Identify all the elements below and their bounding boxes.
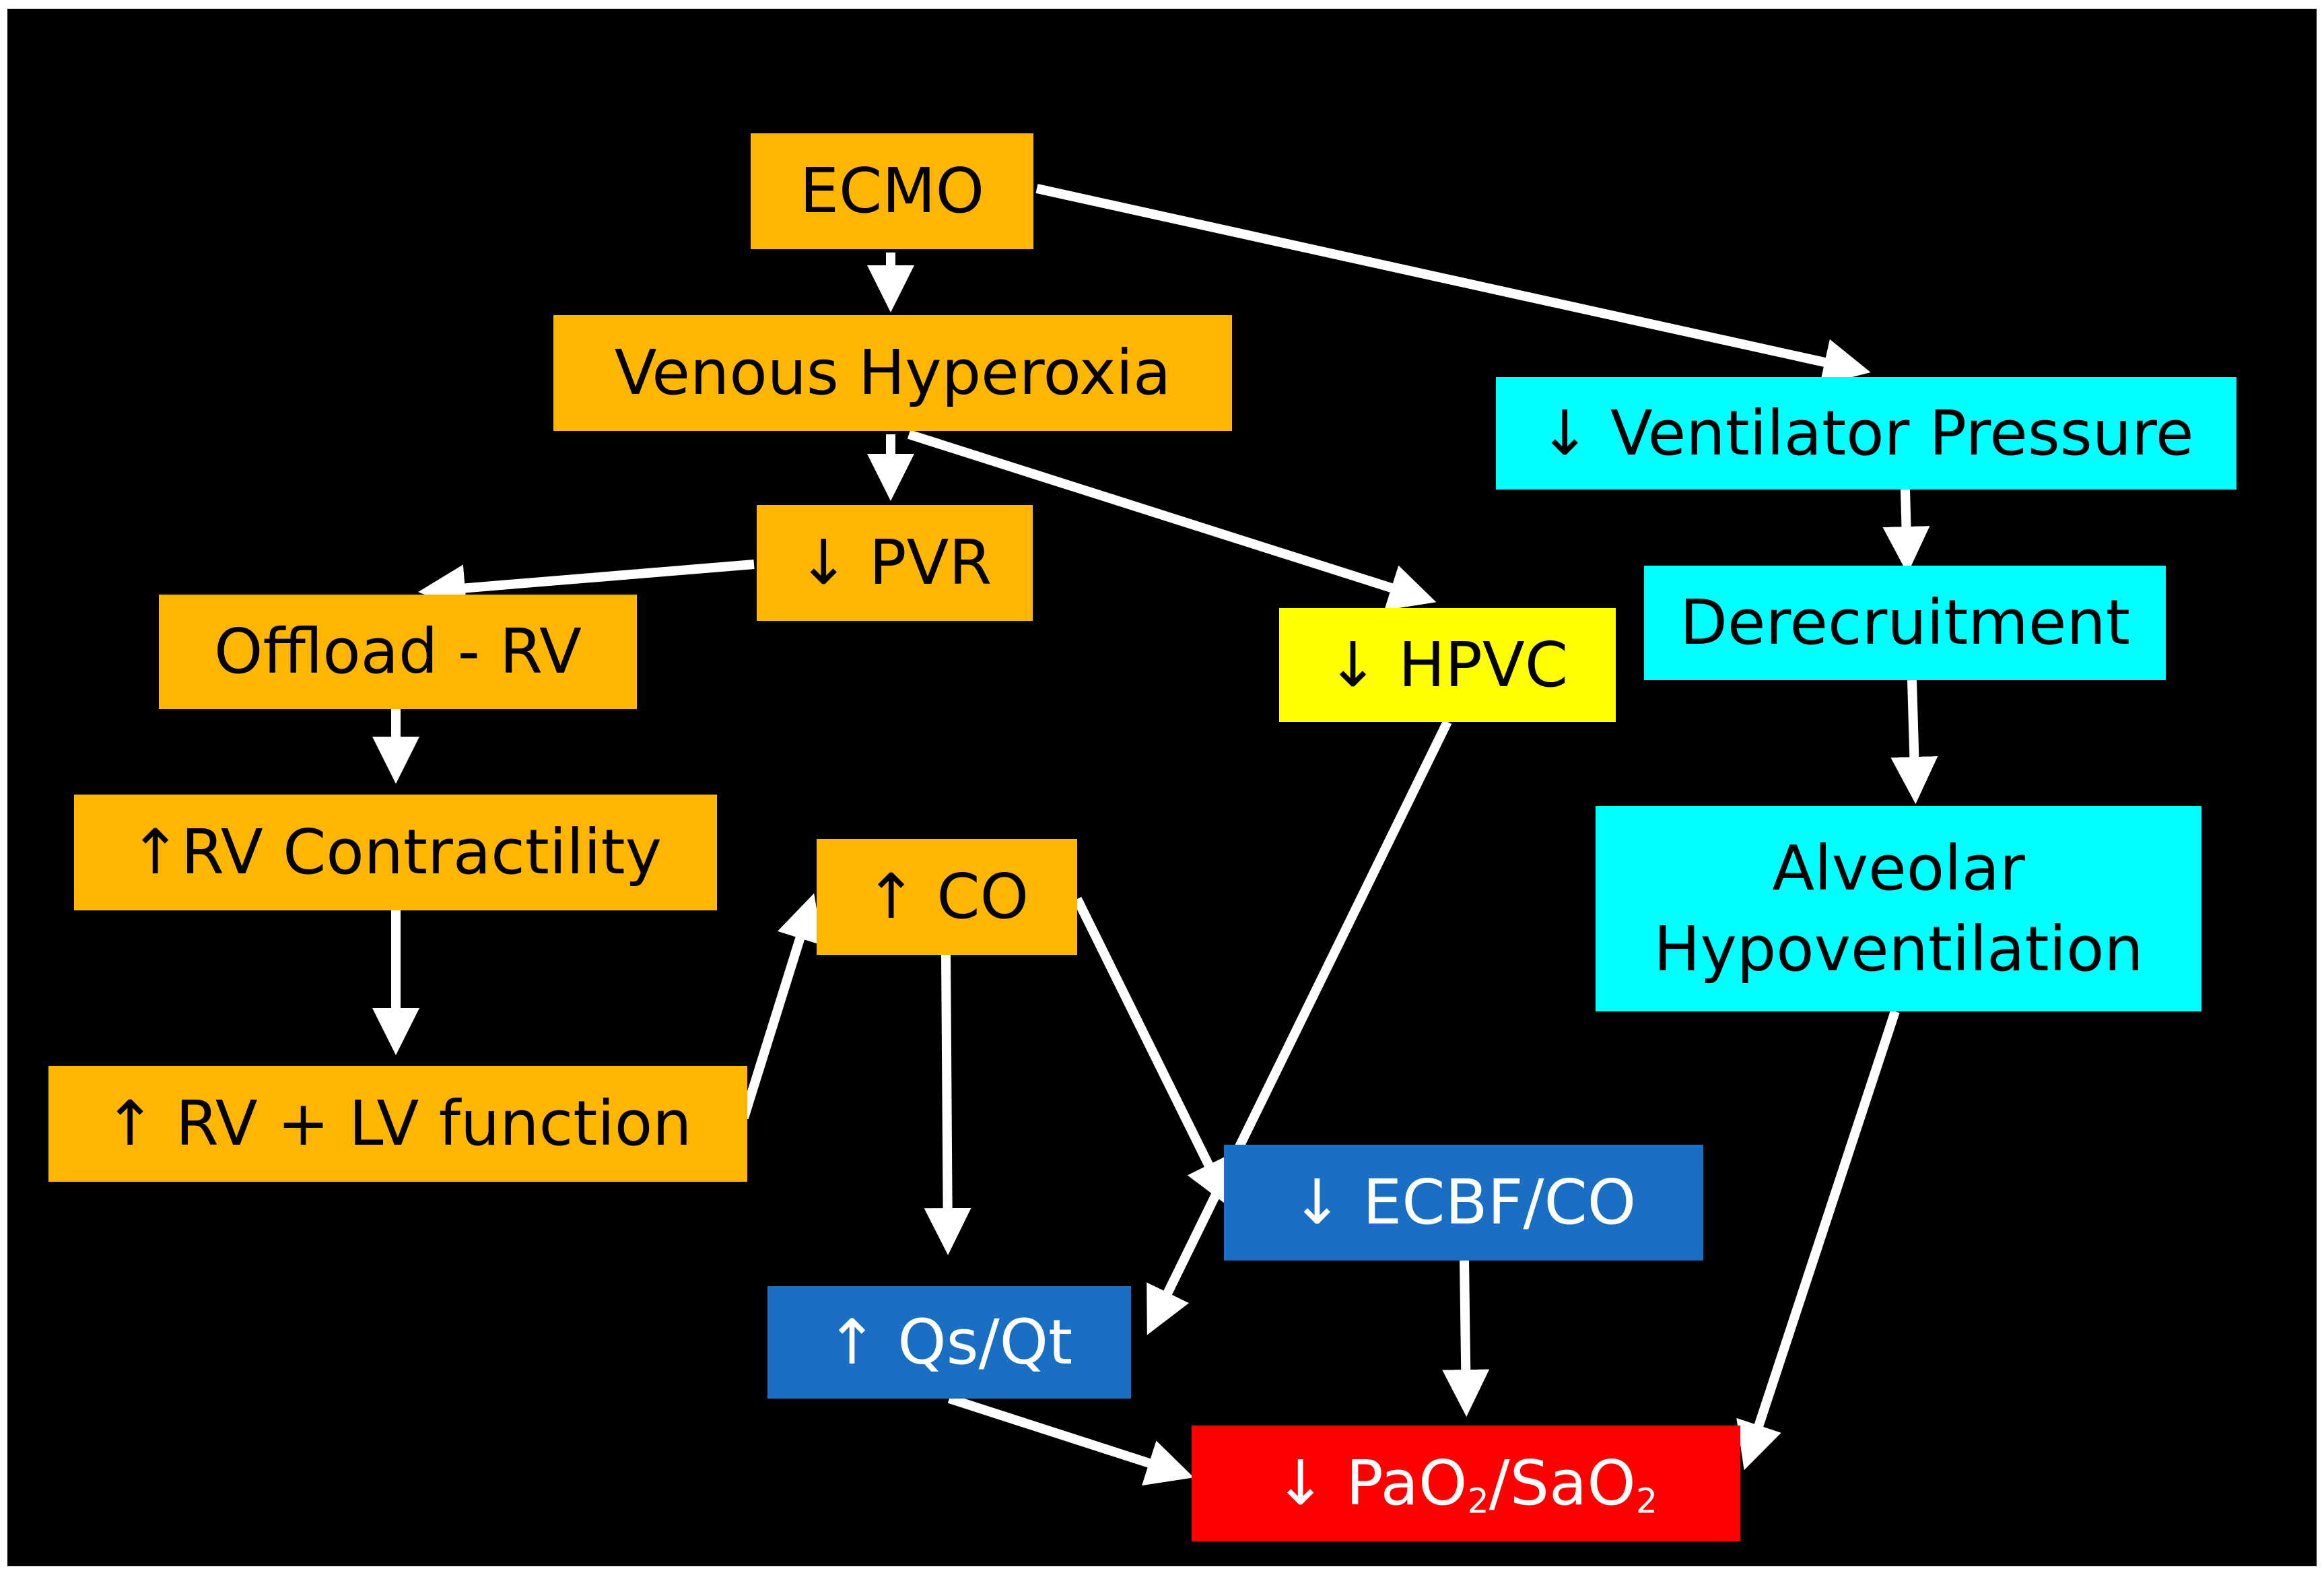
venous-hyperoxia-label: Venous Hyperoxia (614, 337, 1171, 409)
ecbf-co-node: ↓ ECBF/CO (1224, 1145, 1703, 1261)
alveolar-hypoventilation-line1: Alveolar (1772, 832, 2025, 904)
alveolar-hypoventilation-line2: Hypoventilation (1653, 912, 2144, 985)
ecbf-co-label: ↓ ECBF/CO (1291, 1166, 1637, 1239)
rv-lv-function-node: ↑ RV + LV function (48, 1066, 747, 1182)
co-label: ↑ CO (865, 861, 1029, 933)
derecruitment-node: Derecruitment (1644, 566, 2166, 680)
pvr-label: ↓ PVR (797, 527, 992, 599)
venous-hyperoxia-node: Venous Hyperoxia (553, 315, 1232, 431)
arrow-qs-qt-to-pao2 (947, 1394, 1194, 1486)
rv-contractility-label: ↑RV Contractility (129, 816, 662, 889)
derecruitment-label: Derecruitment (1680, 587, 2130, 659)
arrow-rv-lv-function-to-co (739, 893, 823, 1120)
qs-qt-node: ↑ Qs/Qt (767, 1286, 1131, 1399)
hpvc-node: ↓ HPVC (1279, 608, 1616, 722)
offload-rv-node: Offload - RV (159, 595, 637, 709)
arrow-ecmo-to-ventilator-pressure (1035, 184, 1871, 386)
arrow-ecbf-co-to-pao2 (1442, 1260, 1490, 1417)
hpvc-label: ↓ HPVC (1326, 628, 1569, 701)
pao2-sao2-node: ↓ PaO2/SaO2 (1192, 1426, 1740, 1541)
arrow-pvr-to-offload-rv (418, 560, 755, 612)
alveolar-hypoventilation-node: Alveolar Hypoventilation (1596, 806, 2201, 1011)
arrow-ventilator-pressure-to-derecruitment (1882, 489, 1930, 574)
ecmo-node: ECMO (751, 133, 1033, 249)
arrow-venous-hyperoxia-to-hpvc (907, 430, 1437, 611)
offload-rv-label: Offload - RV (214, 615, 582, 688)
arrow-alveolar-hypoventilation-to-pao2 (1736, 1009, 1900, 1471)
ventilator-pressure-node: ↓ Ventilator Pressure (1496, 377, 2236, 490)
rv-contractility-node: ↑RV Contractility (74, 795, 717, 910)
qs-qt-label: ↑ Qs/Qt (825, 1306, 1073, 1378)
ventilator-pressure-label: ↓ Ventilator Pressure (1538, 397, 2194, 469)
ecmo-label: ECMO (799, 155, 985, 228)
arrow-co-to-ecbf-co (1072, 896, 1230, 1207)
arrow-derecruitment-to-alveolar-hypoventilation (1890, 679, 1938, 804)
arrow-hpvc-to-qs-qt (1147, 719, 1452, 1335)
pao2-sao2-label: ↓ PaO2/SaO2 (1274, 1447, 1658, 1521)
rv-lv-function-label: ↑ RV + LV function (104, 1087, 692, 1160)
pvr-node: ↓ PVR (757, 505, 1033, 621)
co-node: ↑ CO (817, 839, 1077, 955)
arrow-co-to-qs-qt (924, 954, 971, 1255)
